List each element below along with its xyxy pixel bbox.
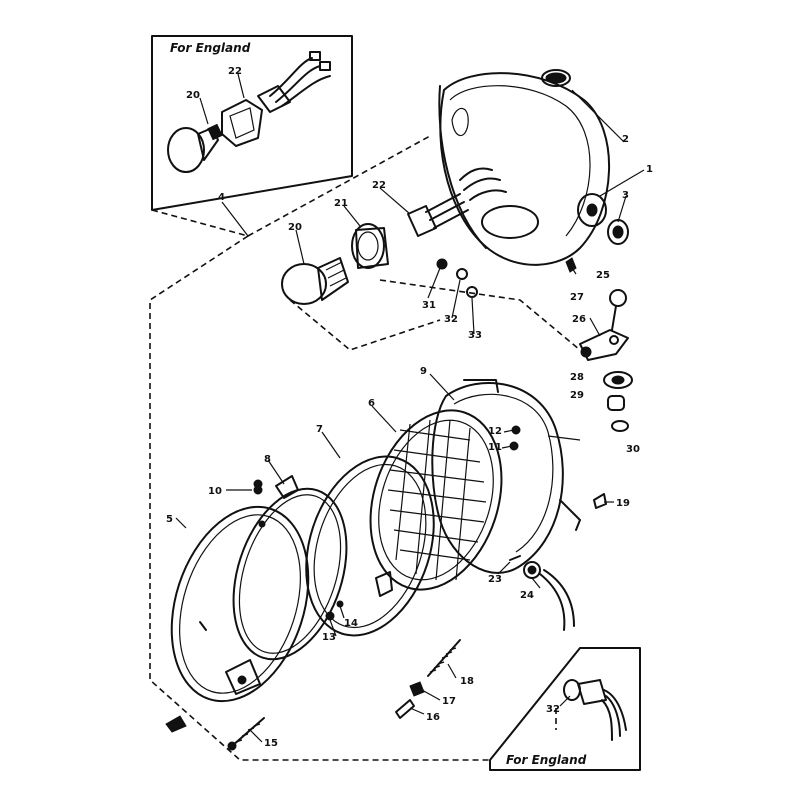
inset-wires: [269, 51, 331, 107]
mounting-ring: [232, 475, 348, 661]
callout-5: 5: [166, 514, 173, 525]
adjusting-hardware: [165, 485, 607, 751]
callout-27: 27: [570, 292, 584, 303]
callout-24: 24: [520, 590, 534, 601]
headlight-shell: [438, 69, 629, 266]
callout-20-inset: 20: [186, 90, 200, 101]
callout-28: 28: [570, 372, 584, 383]
callout-14: 14: [344, 618, 358, 629]
callout-26: 26: [572, 314, 586, 325]
callout-23: 23: [488, 574, 502, 585]
inset-top-left-title: For England: [170, 41, 251, 55]
headlight-lens: [369, 409, 503, 591]
callout-16: 16: [426, 712, 440, 723]
callout-30: 30: [626, 444, 640, 455]
callout-2: 2: [622, 134, 629, 145]
callout-19: 19: [616, 498, 630, 509]
callout-6: 6: [368, 398, 375, 409]
callout-29: 29: [570, 390, 584, 401]
wiring-boundary: [379, 279, 581, 351]
callout-10: 10: [208, 486, 222, 497]
callout-33: 33: [468, 330, 482, 341]
callout-18: 18: [460, 676, 474, 687]
callout-9: 9: [420, 366, 427, 377]
callout-32-inset: 32: [546, 704, 560, 715]
inset-socket: [221, 85, 291, 147]
inset-top-left: For England: [151, 35, 353, 211]
bulb-assembly: [281, 193, 577, 305]
callout-15: 15: [264, 738, 278, 749]
callout-22: 22: [372, 180, 386, 191]
headlight-rim: [305, 455, 435, 637]
callout-31: 31: [422, 300, 436, 311]
leader-lines: [175, 73, 645, 743]
callout-7: 7: [316, 424, 323, 435]
callout-12: 12: [488, 426, 502, 437]
callout-17: 17: [442, 696, 456, 707]
inset-bulb: [167, 123, 223, 173]
callout-4: 4: [218, 192, 225, 203]
callout-20: 20: [288, 222, 302, 233]
outer-rim: [170, 505, 310, 703]
callout-8: 8: [264, 454, 271, 465]
callout-labels: 20 22 4 2 1 3 22 21 20 25 27 31 32 33 26…: [166, 66, 653, 749]
bracket-parts: [579, 289, 633, 432]
callout-21: 21: [334, 198, 348, 209]
assembly-boundary: [149, 135, 557, 761]
grommet: [607, 219, 629, 245]
callout-1: 1: [646, 164, 653, 175]
callout-25: 25: [596, 270, 610, 281]
inset-bottom-right: For England: [489, 647, 641, 771]
callout-3: 3: [622, 190, 629, 201]
socket-boundary: [289, 299, 441, 351]
callout-13: 13: [322, 632, 336, 643]
callout-22-inset: 22: [228, 66, 242, 77]
callout-32: 32: [444, 314, 458, 325]
inset-bottom-right-title: For England: [506, 753, 587, 767]
reflector-housing: [431, 379, 581, 574]
callout-11: 11: [488, 442, 502, 453]
